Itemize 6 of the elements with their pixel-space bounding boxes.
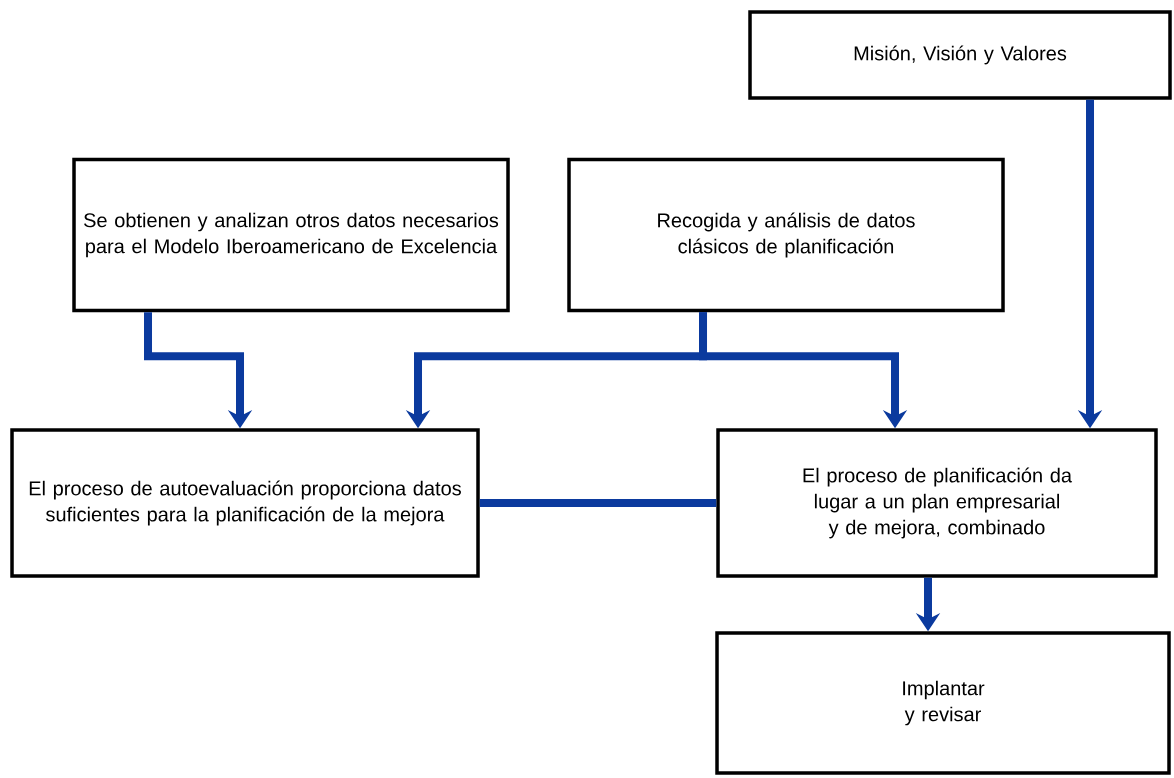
process-box: El proceso de autoevaluación proporciona datos suficientes para la planificación de la mejora	[10, 428, 480, 578]
process-box: Misión, Visión y Valores	[748, 10, 1172, 100]
process-box: Implantar y revisar	[715, 631, 1171, 775]
process-box: Se obtienen y analizan otros datos necesarios para el Modelo Iberoamericano de Excelencia	[72, 157, 510, 313]
process-box: Recogida y análisis de datos clásicos de planificación	[567, 157, 1005, 313]
process-box: El proceso de planificación da lugar a un plan empresarial y de mejora, combinado	[716, 428, 1158, 578]
